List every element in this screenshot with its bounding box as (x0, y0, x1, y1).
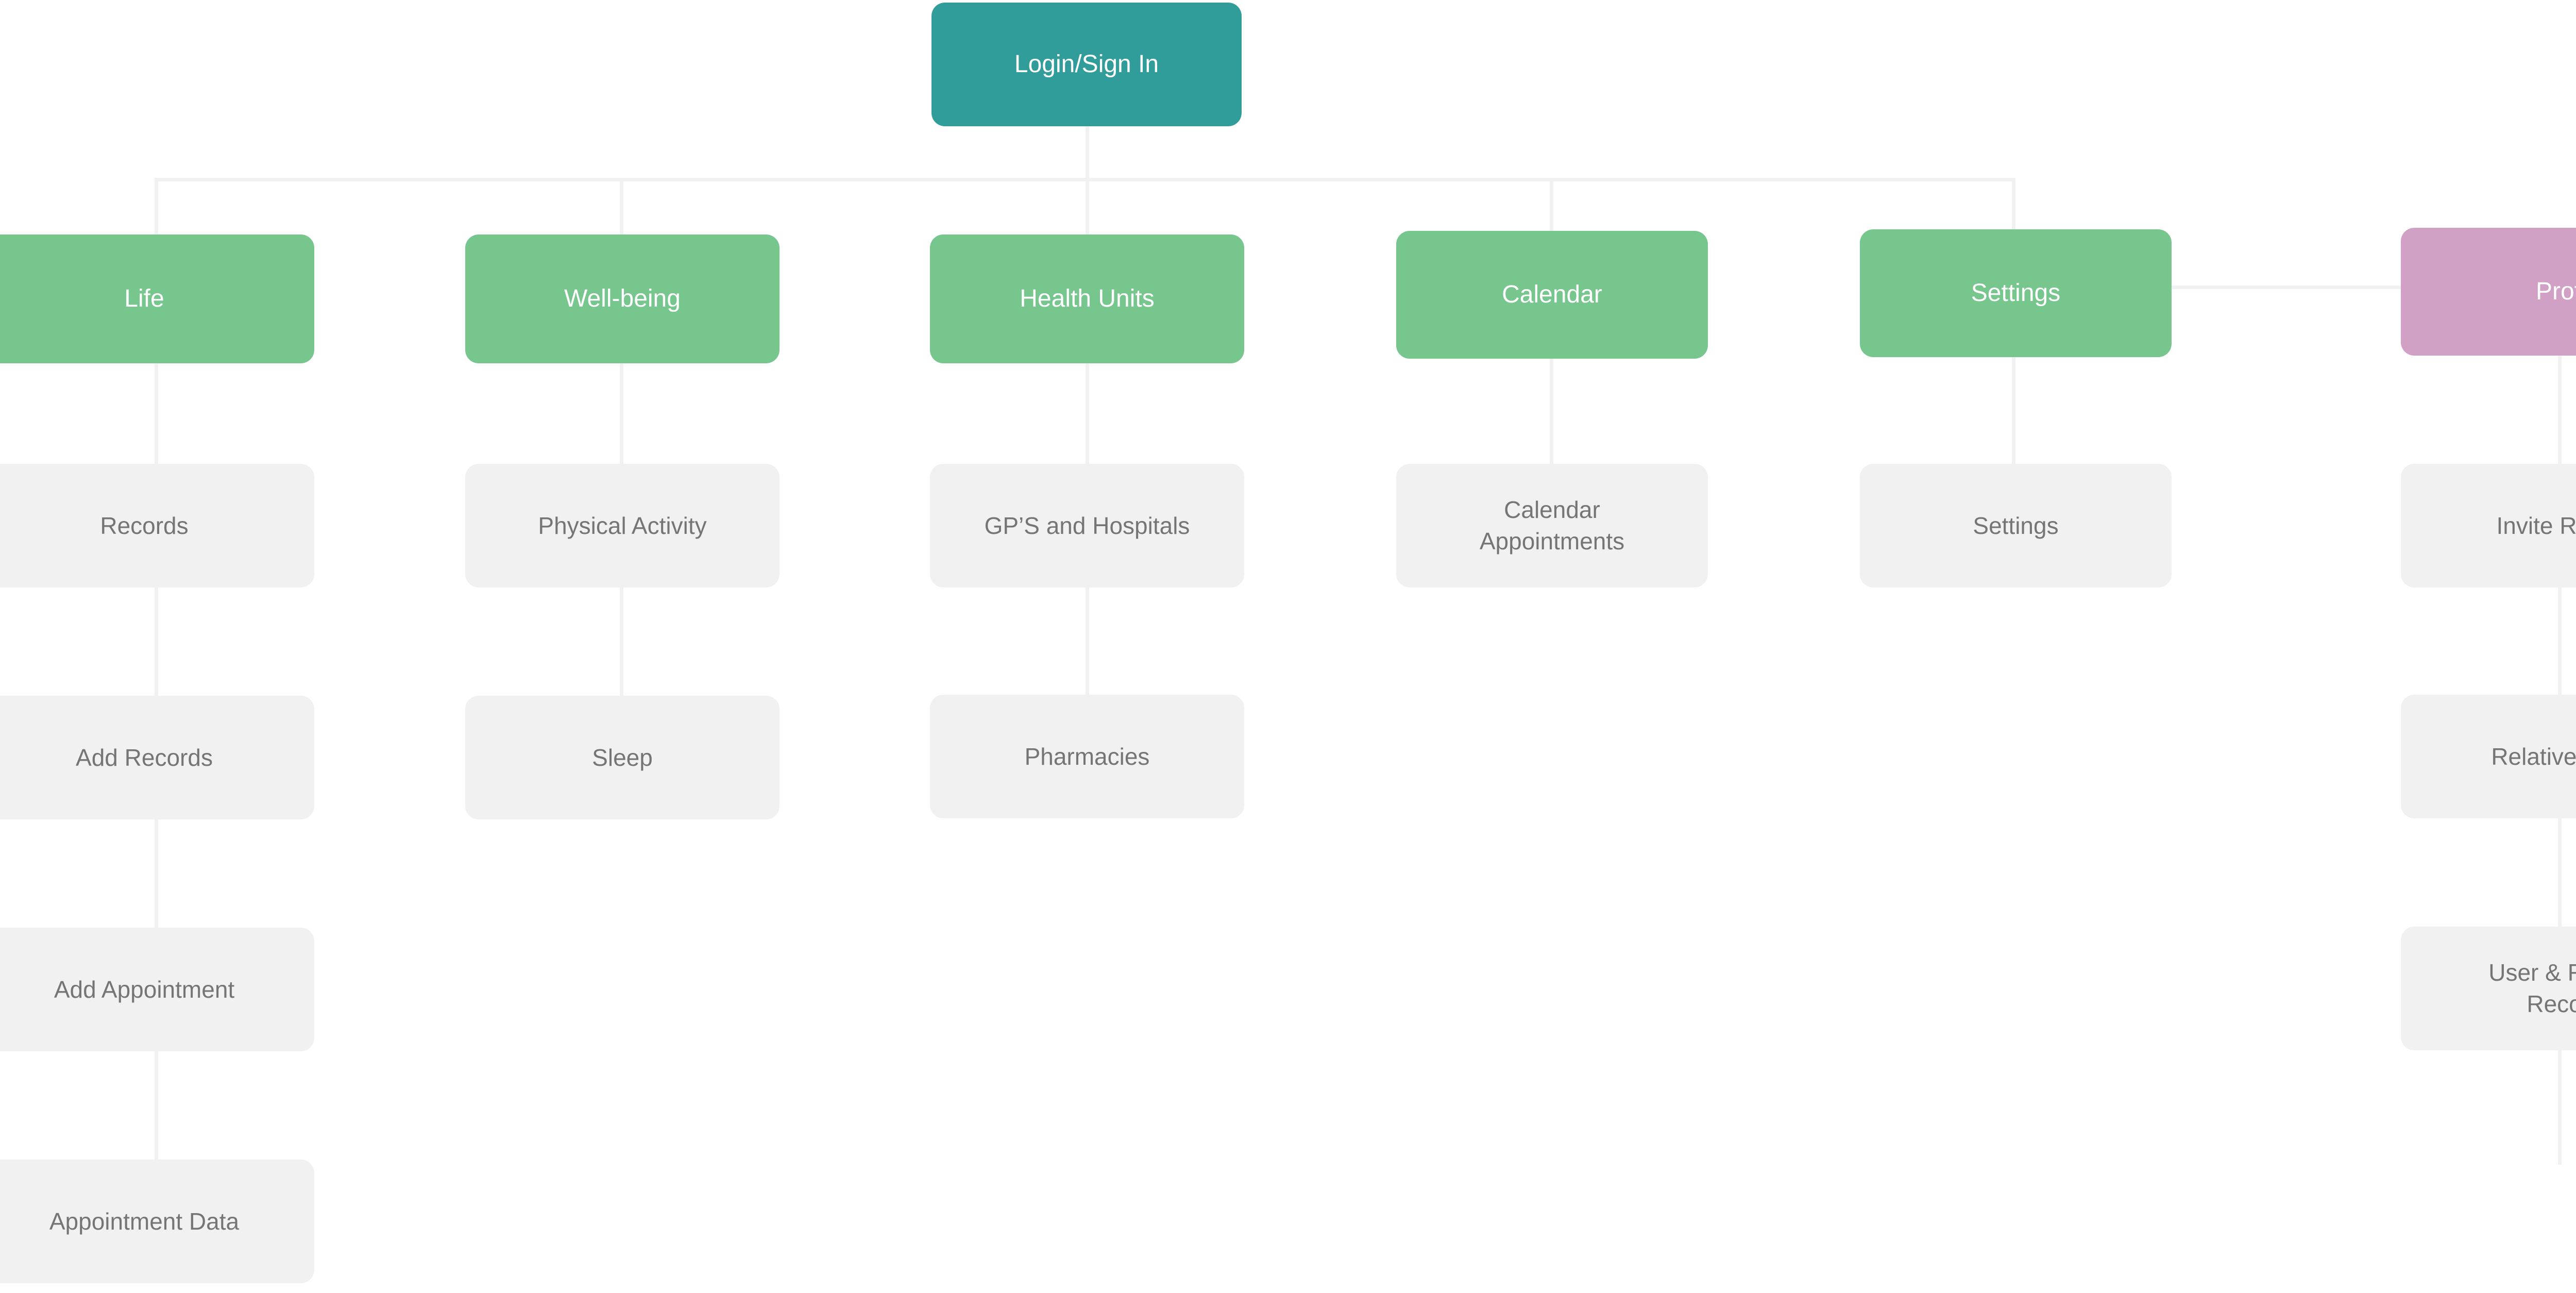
node-label: Login/Sign In (1014, 51, 1159, 78)
node-label: Add Appointment (54, 976, 235, 1003)
node-appointment-data[interactable]: Appointment Data (0, 1160, 314, 1283)
node-label: Profile (2535, 278, 2576, 306)
node-add-appointment[interactable]: Add Appointment (0, 928, 314, 1051)
node-life[interactable]: Life (0, 234, 314, 363)
node-profile[interactable]: Profile (2401, 228, 2576, 356)
node-label: Relative Profile (2491, 743, 2576, 770)
connector-stem-wellbeing (620, 178, 623, 236)
connector-root-stem (1086, 125, 1089, 181)
node-label-line-1: User & Relative (2488, 959, 2576, 986)
node-label: Health Units (1020, 285, 1155, 313)
node-label: Settings (1971, 279, 2061, 307)
node-invite-relative[interactable]: Invite Relative (2401, 464, 2576, 587)
connector-spine-calendar (1550, 357, 1553, 468)
node-relative-profile[interactable]: Relative Profile (2401, 695, 2576, 818)
node-settings[interactable]: Settings (1860, 229, 2172, 357)
node-label: Calendar (1502, 281, 1602, 309)
node-label: Records (100, 512, 189, 539)
node-label-line-2: Records (2527, 990, 2576, 1017)
node-label-line-1: Calendar (1504, 496, 1600, 524)
node-pharmacies[interactable]: Pharmacies (930, 695, 1244, 818)
node-label: Appointment Data (49, 1207, 240, 1235)
node-calendar-appointments[interactable]: Calendar Appointments (1396, 464, 1708, 587)
node-login-sign-in[interactable]: Login/Sign In (931, 3, 1242, 126)
connector-stem-life (155, 178, 158, 236)
node-label: Well-being (564, 285, 681, 313)
connector-stem-calendar (1550, 178, 1553, 232)
connector-spine-settings (2012, 356, 2015, 466)
node-label: Settings (1973, 512, 2059, 539)
node-well-being[interactable]: Well-being (465, 234, 779, 363)
node-user-and-relative-records[interactable]: User & Relative Records (2401, 927, 2576, 1050)
node-label: Life (124, 285, 164, 313)
node-physical-activity[interactable]: Physical Activity (465, 464, 779, 587)
node-label: Sleep (592, 744, 653, 771)
node-label-line-2: Appointments (1479, 528, 1625, 555)
node-label: GP’S and Hospitals (984, 512, 1190, 539)
node-records[interactable]: Records (0, 464, 314, 587)
connector-stem-settings (2012, 178, 2015, 231)
node-add-records[interactable]: Add Records (0, 696, 314, 819)
node-label: Add Records (76, 744, 213, 771)
node-settings-child[interactable]: Settings (1860, 464, 2172, 587)
connector-settings-to-profile (2093, 286, 2402, 289)
node-gps-and-hospitals[interactable]: GP’S and Hospitals (930, 464, 1244, 587)
node-sleep[interactable]: Sleep (465, 696, 779, 819)
node-label: Pharmacies (1024, 743, 1150, 770)
node-calendar[interactable]: Calendar (1396, 231, 1708, 359)
node-label: Physical Activity (538, 512, 707, 539)
connector-main-bus (155, 178, 2015, 181)
node-label: Invite Relative (2496, 512, 2576, 539)
connector-stem-health-units (1086, 178, 1089, 236)
node-health-units[interactable]: Health Units (930, 234, 1244, 363)
